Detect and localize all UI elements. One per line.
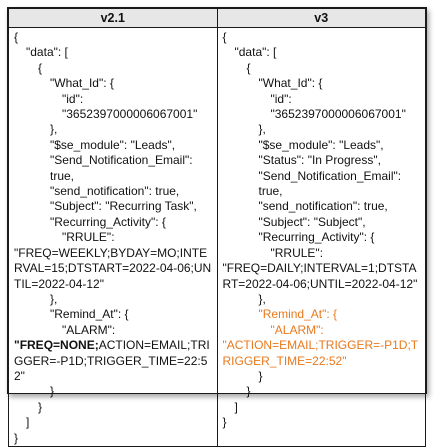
json-line: }, bbox=[50, 291, 58, 306]
json-line: "RRULE": bbox=[270, 245, 324, 260]
alarm-value: "FREQ=NONE;ACTION=EMAIL;TRIGGER=-P1D;TRI… bbox=[14, 338, 217, 384]
json-line: "Remind_At": { bbox=[50, 307, 129, 322]
json-line: "id": "3652397000006067001" bbox=[62, 91, 198, 122]
json-line: "Subject": "Recurring Task", bbox=[50, 199, 197, 214]
column-header-v3: v3 bbox=[216, 8, 426, 28]
json-line: "What_Id": { bbox=[258, 76, 323, 91]
rrule-value: "FREQ=WEEKLY;BYDAY=MO;INTERVAL=15;DTSTAR… bbox=[14, 245, 212, 291]
json-line: ] bbox=[26, 415, 30, 430]
json-line: "ALARM": bbox=[62, 322, 116, 337]
json-line: } bbox=[14, 430, 19, 445]
alarm-key-highlight: "ALARM": bbox=[270, 322, 324, 337]
json-line: "Status": "In Progress", bbox=[258, 153, 381, 168]
code-cell-v3: { "data": [ { "What_Id": { "id": "365239… bbox=[216, 27, 426, 447]
json-line: "$se_module": "Leads", bbox=[50, 137, 176, 152]
json-line: "data": [ bbox=[26, 45, 68, 60]
json-line: "id": "3652397000006067001" bbox=[270, 91, 406, 122]
json-line: "$se_module": "Leads", bbox=[258, 137, 384, 152]
json-line: } bbox=[50, 384, 55, 399]
json-line: "data": [ bbox=[234, 45, 277, 60]
code-cell-v2-1: { "data": [ { "What_Id": { "id": "365239… bbox=[8, 27, 218, 447]
json-line: ] bbox=[234, 399, 238, 414]
json-line: } bbox=[222, 415, 227, 430]
json-line: "send_notification": true, bbox=[258, 199, 388, 214]
json-line: "Send_Notification_Email": true, bbox=[258, 168, 405, 199]
alarm-value-highlight: "ACTION=EMAIL;TRIGGER=-P1D;TRIGGER_TIME=… bbox=[222, 338, 419, 368]
json-line: { bbox=[38, 60, 43, 75]
json-line: } bbox=[258, 368, 263, 383]
comparison-table-frame: v2.1 v3 { "data": [ { "What_Id": { "id":… bbox=[7, 7, 427, 447]
json-line: }, bbox=[258, 122, 266, 137]
alarm-rest: ACTION=EMAIL;TRIGGER=-P1D;TRIGGER_TIME=2… bbox=[14, 338, 210, 383]
json-line: }, bbox=[258, 291, 266, 306]
alarm-freq-none-bold: "FREQ=NONE; bbox=[14, 338, 99, 353]
json-line: }, bbox=[50, 122, 58, 137]
json-line: { bbox=[246, 60, 251, 75]
rrule-value: "FREQ=DAILY;INTERVAL=1;DTSTART=2022-04-0… bbox=[222, 261, 418, 291]
json-line: "RRULE": bbox=[62, 230, 115, 245]
json-line: "Recurring_Activity": { bbox=[50, 214, 166, 229]
header-row: v2.1 v3 bbox=[8, 8, 426, 28]
json-line: "Send_Notification_Email": true, bbox=[50, 153, 196, 183]
json-line: "Recurring_Activity": { bbox=[258, 230, 375, 245]
json-line: "Subject": "Subject", bbox=[258, 214, 366, 229]
json-line: { bbox=[222, 30, 227, 44]
json-line: { bbox=[14, 30, 19, 44]
json-line: "send_notification": true, bbox=[50, 184, 180, 199]
column-header-v2-1: v2.1 bbox=[8, 8, 218, 28]
comparison-table: v2.1 v3 { "data": [ { "What_Id": { "id":… bbox=[8, 8, 426, 447]
json-line: } bbox=[246, 384, 251, 399]
json-line: "What_Id": { bbox=[50, 76, 114, 91]
json-line: } bbox=[38, 399, 43, 414]
code-row: { "data": [ { "What_Id": { "id": "365239… bbox=[8, 27, 426, 447]
remind-at-key-highlight: "Remind_At": { bbox=[258, 307, 338, 322]
